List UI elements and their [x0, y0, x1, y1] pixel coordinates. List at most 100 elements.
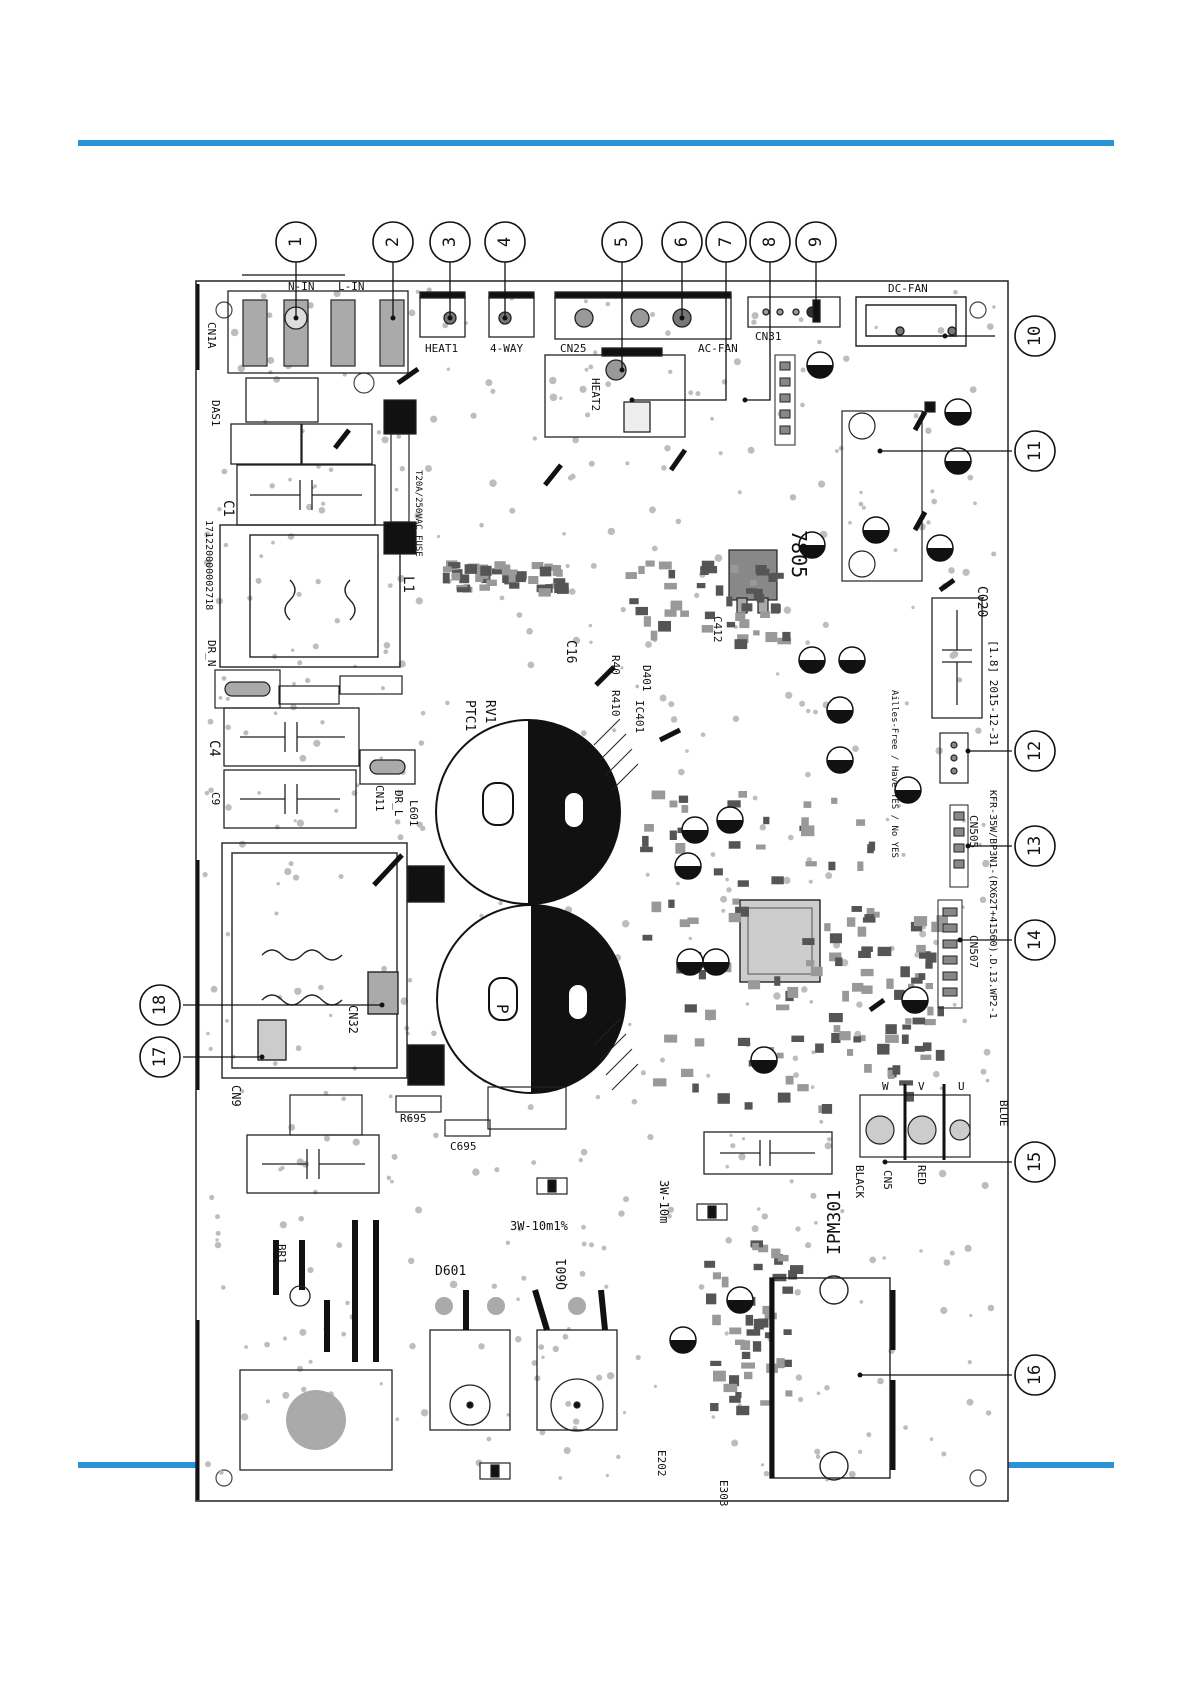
- silk-cn11: CN11: [373, 785, 386, 812]
- callout-14: 14: [1014, 919, 1056, 961]
- relay-heat2: [544, 347, 686, 438]
- callout-3: 3: [429, 221, 471, 263]
- callout-16-label: 16: [1025, 1365, 1045, 1385]
- silk-cn25: CN25: [560, 342, 587, 355]
- callout-12: 12: [1014, 730, 1056, 772]
- callout-16: 16: [1014, 1354, 1056, 1396]
- silk-n: N: [567, 995, 586, 1005]
- callout-18: 18: [139, 984, 181, 1026]
- silk-v: V: [918, 1080, 925, 1093]
- silk-3w-2: 3W-10m: [657, 1180, 671, 1223]
- callout-6-label: 6: [672, 237, 692, 247]
- mounting-holes: [215, 301, 987, 1487]
- silk-cn31: CN31: [755, 330, 782, 343]
- transistor-q601: [532, 1289, 618, 1432]
- silk-l-in: L-IN: [338, 280, 365, 293]
- smd-component-field: [442, 560, 948, 1416]
- silk-p: P: [493, 1004, 512, 1014]
- callout-14-label: 14: [1025, 930, 1045, 950]
- silk-d601: D601: [435, 1264, 466, 1279]
- connector-uvw-cn5: [859, 1084, 971, 1160]
- silk-dr-n: DR_N: [205, 640, 218, 667]
- silk-r410: R410: [609, 690, 622, 717]
- silk-cn9: CN9: [229, 1085, 243, 1107]
- hatch-areas: [593, 718, 639, 1091]
- silk-d401: D401: [640, 665, 653, 692]
- silk-br1: BR1: [275, 1244, 288, 1264]
- connector-cn12: [939, 732, 969, 784]
- silk-4way: 4-WAY: [490, 342, 523, 355]
- cap-c4: [223, 707, 360, 767]
- callout-4-label: 4: [495, 237, 515, 247]
- cap-c9: [223, 749, 416, 829]
- silk-c9: C9: [209, 792, 222, 805]
- cap-c020: [931, 597, 983, 719]
- silk-heat1: HEAT1: [425, 342, 458, 355]
- silk-model: KFR-35W/BP3N1-(RX62T+41560).D.13.WP2-1: [987, 790, 998, 1019]
- silk-c020: C020: [974, 586, 989, 617]
- silk-c16: C16: [563, 640, 578, 663]
- callout-15-label: 15: [1025, 1152, 1045, 1172]
- callout-5: 5: [601, 221, 643, 263]
- callout-9-label: 9: [806, 237, 826, 247]
- silk-blue: BLUE: [997, 1100, 1010, 1127]
- callout-18-label: 18: [150, 995, 170, 1015]
- silk-e303: E303: [717, 1480, 730, 1507]
- silk-cn507: CN507: [967, 935, 980, 968]
- callout-leaders: [183, 262, 1012, 1376]
- silk-dr-l: DR_L: [392, 790, 405, 817]
- header-cn31-pins: [774, 354, 796, 446]
- silk-ic401: IC401: [633, 700, 646, 733]
- callout-3-label: 3: [440, 237, 460, 247]
- callout-13-label: 13: [1025, 836, 1045, 856]
- choke-l1: [219, 524, 401, 668]
- silk-acfan: AC-FAN: [698, 342, 738, 355]
- silk-n-in: N-IN: [288, 280, 315, 293]
- callout-12-label: 12: [1025, 741, 1045, 761]
- silk-ptc1: PTC1: [462, 700, 477, 731]
- callout-9: 9: [795, 221, 837, 263]
- connector-acfan-cn25: [554, 291, 732, 340]
- silk-c1: C1: [220, 500, 236, 517]
- silk-date: [1.8] 2015-12-31: [987, 640, 1000, 746]
- callout-2: 2: [372, 221, 414, 263]
- callout-1: 1: [275, 221, 317, 263]
- callout-1-label: 1: [286, 237, 306, 247]
- silk-3w-1: 3W-10m1%: [510, 1219, 569, 1233]
- varistors-top: [230, 377, 373, 465]
- shunt-resistors: [479, 1177, 728, 1480]
- diode-d601: [429, 1290, 511, 1431]
- callout-leader-dots: [259, 309, 971, 1378]
- silk-c4: C4: [206, 740, 222, 757]
- ipm301-module: [769, 1275, 896, 1481]
- callout-2-label: 2: [383, 237, 403, 247]
- silk-dcfan: DC-FAN: [888, 282, 928, 295]
- silk-c412: C412: [711, 616, 724, 643]
- silk-r40: R40: [609, 655, 622, 675]
- silk-cn1a: CN1A: [205, 322, 218, 349]
- callout-17-label: 17: [150, 1047, 170, 1067]
- callout-10: 10: [1014, 315, 1056, 357]
- trace-strokes: [333, 366, 956, 1013]
- silk-r695: R695: [400, 1112, 427, 1125]
- bulk-capacitor-1: [435, 719, 621, 905]
- connector-cn505: [949, 804, 969, 888]
- silk-l1: L1: [400, 576, 416, 593]
- silk-c695: C695: [450, 1140, 477, 1153]
- silk-cn505: CN505: [967, 815, 980, 848]
- callout-7-label: 7: [716, 237, 736, 247]
- silk-rv1: RV1: [482, 700, 497, 723]
- callout-15: 15: [1014, 1141, 1056, 1183]
- callout-6: 6: [661, 221, 703, 263]
- silk-das1: DAS1: [209, 400, 222, 427]
- silk-w: W: [882, 1080, 889, 1093]
- callout-17: 17: [139, 1036, 181, 1078]
- callout-11: 11: [1014, 430, 1056, 472]
- silk-cn5: CN5: [881, 1170, 894, 1190]
- callout-11-label: 11: [1025, 441, 1045, 461]
- silk-u: U: [958, 1080, 965, 1093]
- transistor-field: [669, 351, 972, 1354]
- silk-serial: 171220000002718: [203, 520, 214, 610]
